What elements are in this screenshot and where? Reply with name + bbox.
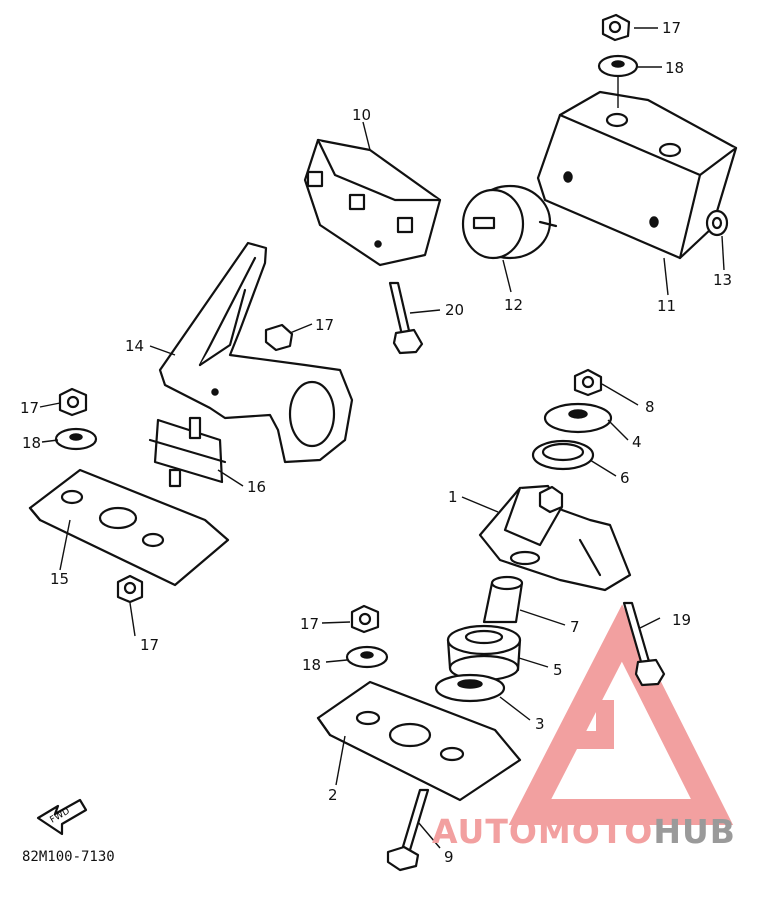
bracket-10 xyxy=(303,138,442,267)
callout-19: 19 xyxy=(672,611,691,629)
callout-7: 7 xyxy=(570,618,580,636)
watermark-text-part1: AUTOMOTO xyxy=(432,812,654,851)
bushing-5 xyxy=(446,624,522,682)
nut-17-top xyxy=(601,13,631,42)
plate-2 xyxy=(316,680,522,802)
damper-12 xyxy=(461,184,558,260)
callout-13: 13 xyxy=(713,271,732,289)
callout-18-b: 18 xyxy=(22,434,41,452)
bolt-9 xyxy=(386,788,430,872)
callout-18-c: 18 xyxy=(302,656,321,674)
callout-4: 4 xyxy=(632,433,642,451)
collar-7 xyxy=(482,575,524,624)
callout-20: 20 xyxy=(445,301,464,319)
bolt-19 xyxy=(622,601,666,687)
callout-6: 6 xyxy=(620,469,630,487)
nut-17-left xyxy=(58,387,88,417)
callout-17-c: 17 xyxy=(20,399,39,417)
callout-2: 2 xyxy=(328,786,338,804)
grommet-13 xyxy=(705,209,729,237)
callout-17-d: 17 xyxy=(140,636,159,654)
callout-8: 8 xyxy=(645,398,655,416)
callout-1: 1 xyxy=(448,488,458,506)
watermark-logo xyxy=(508,604,734,825)
bolt-20 xyxy=(388,281,424,355)
callout-9: 9 xyxy=(444,848,454,866)
callout-10: 10 xyxy=(352,106,371,124)
callout-14: 14 xyxy=(125,337,144,355)
leader-lines xyxy=(39,27,725,849)
washer-18-top xyxy=(597,54,639,78)
callout-11: 11 xyxy=(657,297,676,315)
nut-17-lower-left xyxy=(116,574,144,604)
callout-18-a: 18 xyxy=(665,59,684,77)
callout-5: 5 xyxy=(553,661,563,679)
callout-numbers: 17 18 10 13 11 12 20 17 14 17 18 16 15 1… xyxy=(20,19,732,866)
callout-17-b: 17 xyxy=(315,316,334,334)
callout-15: 15 xyxy=(50,570,69,588)
fwd-arrow-icon: FWD xyxy=(36,798,88,836)
bracket-1 xyxy=(478,484,632,592)
cover-11 xyxy=(536,90,738,260)
plate-15 xyxy=(28,468,230,587)
bracket-14 xyxy=(158,241,354,464)
callout-17-a: 17 xyxy=(662,19,681,37)
washer-3 xyxy=(434,673,506,703)
nut-17-lower-center xyxy=(350,604,380,634)
callout-16: 16 xyxy=(247,478,266,496)
watermark-text-part2: HUB xyxy=(653,812,736,851)
callout-17-e: 17 xyxy=(300,615,319,633)
washer-18-left xyxy=(54,427,98,451)
callout-3: 3 xyxy=(535,715,545,733)
callout-12: 12 xyxy=(504,296,523,314)
diagram-code: 82M100-7130 xyxy=(22,849,115,865)
watermark-text: AUTOMOTOHUB xyxy=(432,812,736,851)
nut-8 xyxy=(573,368,603,397)
washer-18-lower-center xyxy=(345,645,389,669)
bushing-6 xyxy=(531,439,595,471)
washer-4 xyxy=(543,402,613,434)
mount-16 xyxy=(148,416,227,488)
